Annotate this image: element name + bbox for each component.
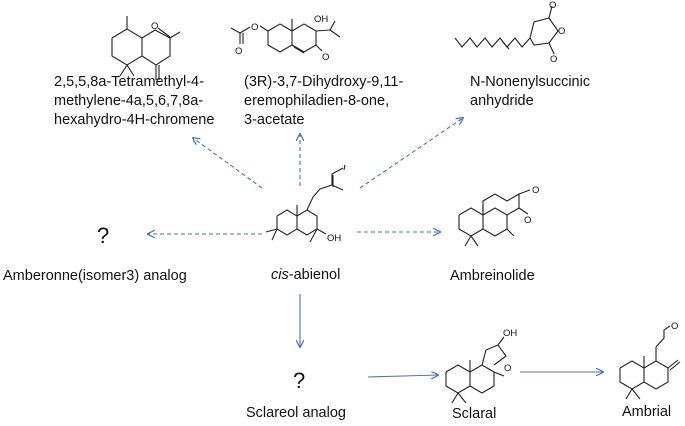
svg-text:O: O [549,0,556,11]
ambreinolide-label: Ambreinolide [450,268,535,284]
sclaral-structure: OH O [445,328,517,404]
arrows [148,118,603,377]
svg-text:OH: OH [503,328,517,339]
chromene-name: 2,5,5,8a-Tetramethyl-4- methylene-4a,5,6… [54,74,215,128]
svg-text:O: O [558,26,565,37]
sclareol-unknown-mark: ? [293,368,306,393]
svg-text:O: O [524,215,531,226]
svg-text:O: O [550,54,557,65]
svg-text:O: O [504,363,511,374]
arrow-to-sclaral [367,375,438,377]
eremophiladiene-name: (3R)-3,7-Dihydroxy-9,11- eremophiladien-… [244,74,404,128]
svg-text:OH: OH [327,233,341,244]
ambrial-structure: O [619,321,681,400]
amberonne-unknown-mark: ? [97,223,110,248]
cis-prefix: cis [271,267,289,283]
svg-text:O: O [322,52,329,63]
svg-text:O: O [235,46,242,57]
cis-abienol-structure: OH [265,164,346,244]
svg-text:O: O [151,21,158,32]
amberonne-analog-label: Amberonne(isomer3) analog [3,268,187,284]
chromene-structure: O [111,16,181,80]
ambrial-label: Ambrial [622,404,672,420]
arrow-to-chromene [193,138,263,189]
svg-text:O: O [532,185,539,196]
sclaral-label: Sclaral [452,406,497,422]
cis-abienol-label: cis-abienol [271,266,340,285]
ambreinolide-structure: O O [458,185,539,247]
svg-text:OH: OH [314,14,328,25]
svg-text:O: O [671,321,678,332]
anhydride-structure: O O O [454,0,565,65]
anhydride-name: N-Nonenylsuccinic anhydride [470,74,591,109]
eremophiladiene-structure: O O OH O [230,14,341,63]
abienol-suffix: -abienol [288,267,341,283]
svg-text:O: O [251,22,258,33]
sclareol-analog-label: Sclareol analog [246,405,346,421]
